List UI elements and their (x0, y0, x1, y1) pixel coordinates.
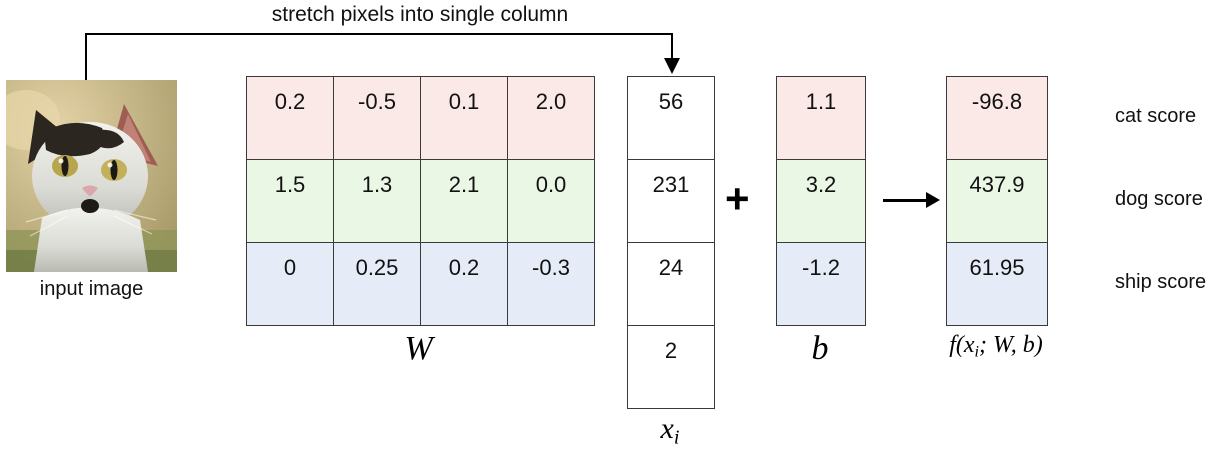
cat-photo-icon (6, 80, 177, 272)
score-cell: 61.95 (946, 242, 1048, 326)
table-row: 437.9 (946, 159, 1048, 243)
table-row: 3.2 (776, 159, 866, 243)
table-row: 231 (627, 159, 715, 243)
score-name-dog: dog score (1115, 188, 1203, 210)
table-row: 1.5 1.3 2.1 0.0 (246, 159, 595, 243)
w-cell-value: -0.5 (358, 89, 396, 114)
x-cell-value: 24 (658, 255, 684, 280)
input-vector-label-main: x (660, 412, 674, 445)
b-cell-value: 1.1 (805, 89, 837, 114)
connector-line-to-vector (671, 33, 673, 63)
w-cell: 0.25 (333, 242, 421, 326)
input-vector-column: 56 231 24 2 (627, 76, 715, 409)
w-cell: 0.1 (420, 76, 508, 160)
w-cell: 0.2 (246, 76, 334, 160)
w-cell: 1.5 (246, 159, 334, 243)
w-cell: 0.0 (507, 159, 595, 243)
table-row: 61.95 (946, 242, 1048, 326)
arrow-right-icon (926, 192, 940, 208)
b-cell: 3.2 (776, 159, 866, 243)
stretch-caption: stretch pixels into single column (271, 3, 569, 26)
w-cell-value: 0.2 (274, 89, 306, 114)
w-cell: 2.1 (420, 159, 508, 243)
result-arrow-line (883, 199, 929, 202)
w-cell: -0.3 (507, 242, 595, 326)
x-cell-value: 231 (652, 172, 690, 197)
table-row: 0 0.25 0.2 -0.3 (246, 242, 595, 326)
table-row: 56 (627, 76, 715, 160)
w-cell-value: 0.25 (355, 255, 399, 280)
scores-vector-column: -96.8 437.9 61.95 (946, 76, 1048, 326)
x-cell: 2 (627, 325, 715, 409)
score-cell-value: 437.9 (969, 172, 1025, 197)
w-cell: 1.3 (333, 159, 421, 243)
w-cell-value: 0.1 (448, 89, 480, 114)
score-name-cat: cat score (1115, 105, 1197, 127)
bias-vector-label: b (811, 330, 829, 367)
table-row: 24 (627, 242, 715, 326)
score-cell-value: -96.8 (971, 89, 1023, 114)
w-cell: 0 (246, 242, 334, 326)
scores-label-fn: f( (949, 332, 964, 358)
b-cell: -1.2 (776, 242, 866, 326)
table-row: 2 (627, 325, 715, 409)
w-cell-value: 0.0 (535, 172, 567, 197)
score-name-ship: ship score (1115, 271, 1207, 293)
weights-matrix: 0.2 -0.5 0.1 2.0 1.5 1.3 2.1 0.0 0 0.25 … (246, 76, 595, 326)
table-row: 1.1 (776, 76, 866, 160)
input-image-label: input image (39, 278, 144, 300)
w-cell-value: 2.0 (535, 89, 567, 114)
w-cell-value: 2.1 (448, 172, 480, 197)
b-cell-value: -1.2 (802, 255, 840, 280)
b-cell: 1.1 (776, 76, 866, 160)
w-cell: 2.0 (507, 76, 595, 160)
w-cell: 0.2 (420, 242, 508, 326)
table-row: 0.2 -0.5 0.1 2.0 (246, 76, 595, 160)
scores-label-subscript: i (974, 343, 979, 361)
w-cell-value: 1.5 (274, 172, 306, 197)
w-cell-value: -0.3 (532, 255, 570, 280)
w-cell-value: 0 (283, 255, 297, 280)
x-cell: 24 (627, 242, 715, 326)
scores-label-x: x (963, 332, 975, 358)
table-row: -96.8 (946, 76, 1048, 160)
connector-line-horizontal (85, 33, 673, 35)
w-cell-value: 1.3 (361, 172, 393, 197)
input-vector-label: xi (627, 412, 713, 450)
table-row: -1.2 (776, 242, 866, 326)
score-cell: -96.8 (946, 76, 1048, 160)
scores-label-rest: ; W, b) (979, 332, 1043, 358)
connector-arrow-down-icon (664, 58, 680, 74)
x-cell-value: 56 (658, 89, 684, 114)
connector-line-from-image (85, 34, 87, 82)
x-cell: 56 (627, 76, 715, 160)
weights-matrix-label: W (404, 330, 433, 367)
x-cell: 231 (627, 159, 715, 243)
b-cell-value: 3.2 (805, 172, 837, 197)
input-image-thumbnail (6, 80, 177, 272)
score-cell-value: 61.95 (969, 255, 1025, 280)
score-cell: 437.9 (946, 159, 1048, 243)
w-cell-value: 0.2 (448, 255, 480, 280)
w-cell: -0.5 (333, 76, 421, 160)
bias-vector-column: 1.1 3.2 -1.2 (776, 76, 866, 326)
input-vector-label-subscript: i (673, 426, 680, 449)
x-cell-value: 2 (664, 338, 678, 363)
plus-operator: + (725, 175, 750, 222)
scores-function-label: f(xi; W, b) (930, 332, 1062, 361)
